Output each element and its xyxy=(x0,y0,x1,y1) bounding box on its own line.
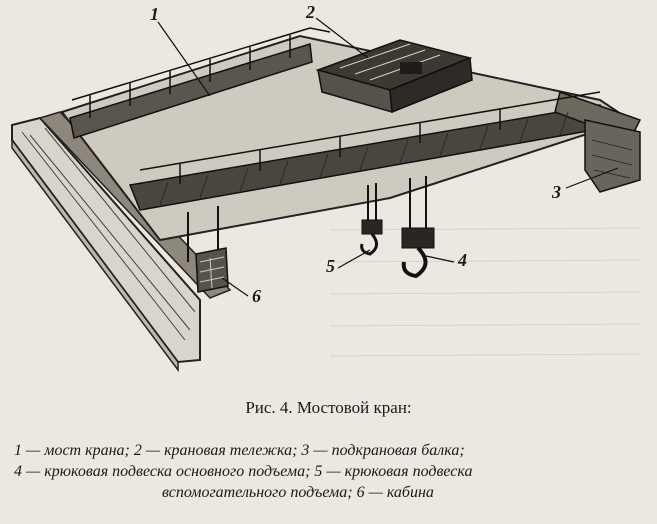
runway-beam xyxy=(584,119,641,193)
figure-legend: 1 — мост крана; 2 — крановая тележка; 3 … xyxy=(14,440,654,503)
crane-illustration: 1 2 3 4 5 6 xyxy=(11,2,642,373)
main-hook xyxy=(401,176,435,279)
callout-1: 1 xyxy=(150,4,159,24)
operator-cabin xyxy=(187,206,229,293)
callout-6: 6 xyxy=(252,286,261,306)
legend-line: 1 — мост крана; 2 — крановая тележка; 3 … xyxy=(14,442,465,459)
figure-caption-title: Рис. 4. Мостовой кран: xyxy=(245,398,412,417)
callout-3: 3 xyxy=(552,182,561,202)
callout-5: 5 xyxy=(326,256,335,276)
leader-lines xyxy=(157,17,619,297)
legend-line: вспомогательного подъема; 6 — кабина xyxy=(162,484,434,501)
crane-drawing xyxy=(11,17,642,373)
crane-trolley xyxy=(315,39,473,114)
callout-2: 2 xyxy=(306,2,315,22)
callout-4: 4 xyxy=(458,250,467,270)
legend-line: 4 — крюковая подвеска основного подъема;… xyxy=(14,463,473,480)
auxiliary-hook xyxy=(360,183,383,256)
bleed-lines xyxy=(329,227,641,357)
